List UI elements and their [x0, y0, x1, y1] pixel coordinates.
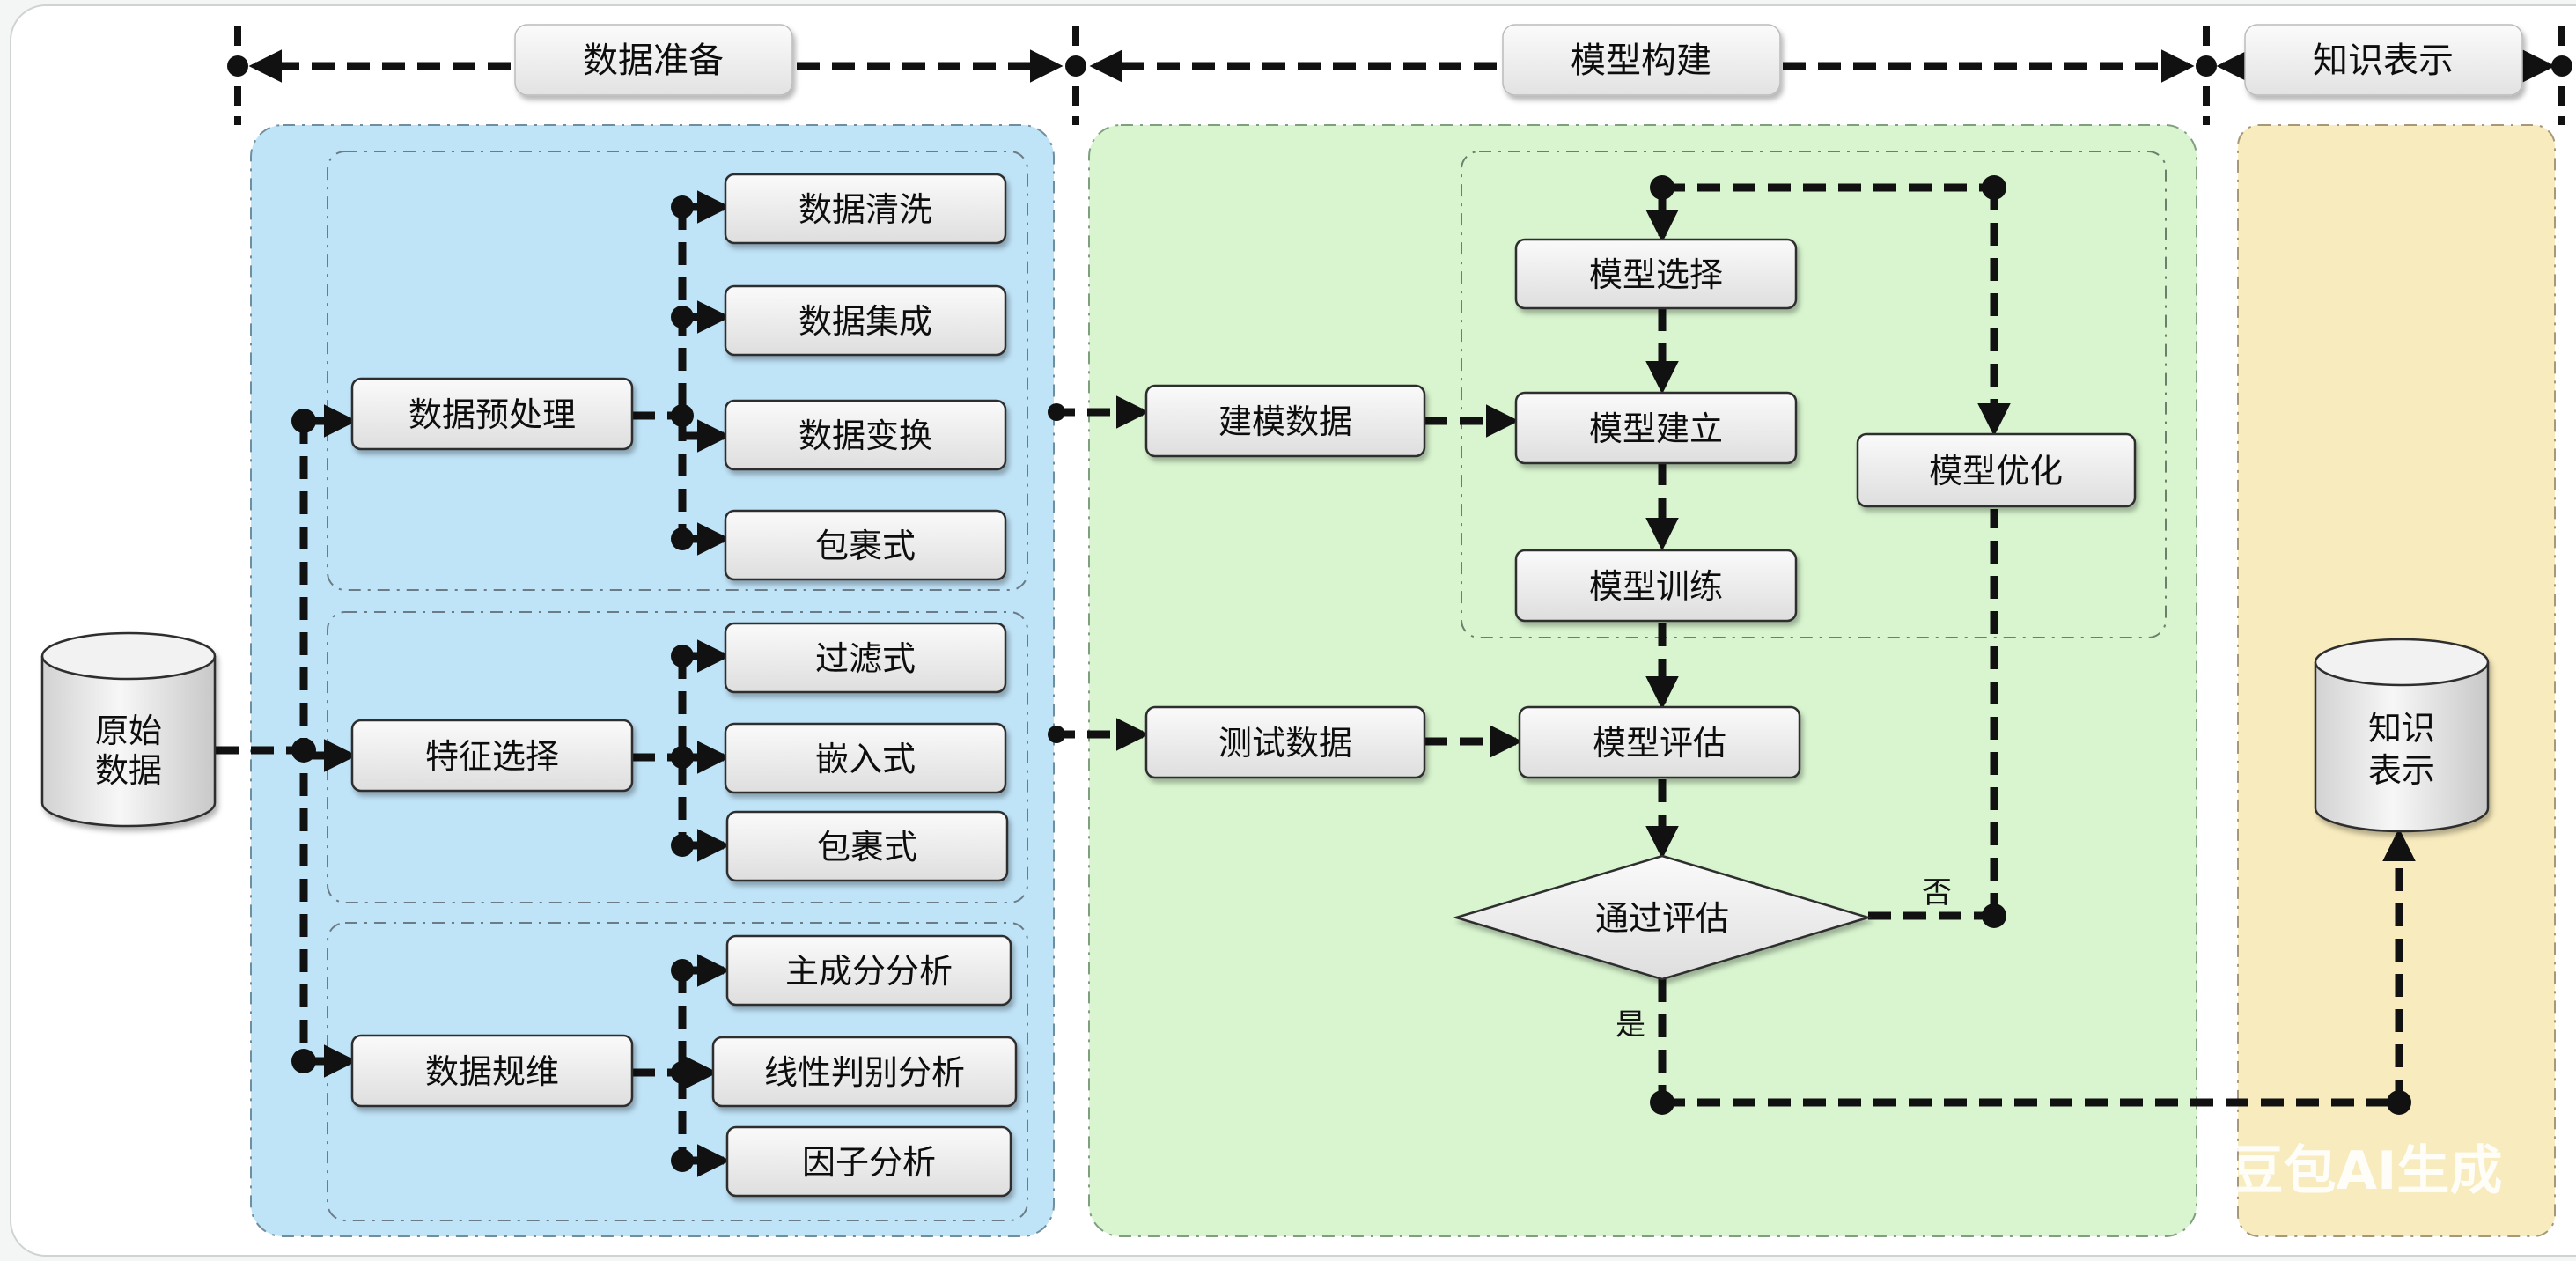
feature-group	[327, 611, 1028, 903]
section-header-model: 模型构建	[1502, 24, 1781, 96]
node-lda-label: 线性判别分析	[764, 1053, 965, 1092]
node-lda: 线性判别分析	[711, 1036, 1018, 1108]
section-title-model: 模型构建	[1571, 41, 1711, 81]
node-reduce: 数据规维	[350, 1034, 634, 1108]
source-label-line2: 数据	[95, 751, 162, 790]
connectors	[216, 175, 2416, 1177]
node-wrapper-1: 包裹式	[724, 509, 1007, 581]
knowledge-label-line2: 表示	[2368, 751, 2435, 790]
node-reduce-label: 数据规维	[425, 1052, 559, 1091]
knowledge-cylinder: 知识 表示	[2314, 638, 2490, 833]
node-train-data: 建模数据	[1144, 384, 1426, 458]
node-pca: 主成分分析	[725, 934, 1012, 1007]
node-feature: 特征选择	[350, 719, 634, 793]
node-model-select-label: 模型选择	[1589, 255, 1723, 294]
section-title-prep: 数据准备	[583, 41, 724, 81]
source-label-line1: 原始	[95, 712, 162, 750]
node-embedded: 嵌入式	[724, 722, 1007, 794]
node-train-data-label: 建模数据	[1218, 402, 1352, 441]
node-integration-label: 数据集成	[799, 302, 932, 341]
knowledge-label-line1: 知识	[2368, 709, 2435, 748]
section-title-knowledge: 知识表示	[2313, 41, 2454, 81]
node-filter-label: 过滤式	[815, 639, 916, 678]
node-feature-label: 特征选择	[425, 737, 559, 776]
node-model-build-label: 模型建立	[1589, 409, 1723, 448]
node-factor: 因子分析	[725, 1125, 1012, 1198]
node-transform: 数据变换	[724, 399, 1007, 471]
node-cleaning-label: 数据清洗	[799, 190, 932, 229]
node-model-select: 模型选择	[1514, 238, 1798, 310]
node-model-optimize: 模型优化	[1856, 432, 2137, 508]
node-embedded-label: 嵌入式	[815, 740, 916, 778]
section-header-prep: 数据准备	[514, 24, 793, 96]
node-wrapper-2-label: 包裹式	[817, 828, 917, 866]
section-header-knowledge: 知识表示	[2244, 24, 2523, 96]
node-model-evaluate: 模型评估	[1518, 705, 1801, 779]
decision-pass-evaluation: 通过评估	[1452, 854, 1873, 981]
node-wrapper-1-label: 包裹式	[815, 527, 916, 565]
source-data-cylinder: 原始 数据	[40, 631, 217, 828]
watermark: 豆包AI生成	[2231, 1140, 2503, 1202]
node-test-data-label: 测试数据	[1218, 724, 1352, 763]
node-integration: 数据集成	[724, 284, 1007, 357]
node-test-data: 测试数据	[1144, 705, 1426, 779]
node-model-train-label: 模型训练	[1589, 567, 1723, 606]
no-label: 否	[1922, 875, 1952, 911]
node-preprocess-label: 数据预处理	[408, 395, 576, 434]
node-transform-label: 数据变换	[799, 417, 932, 455]
preprocess-group	[327, 151, 1028, 591]
node-model-build: 模型建立	[1514, 391, 1798, 465]
node-wrapper-2: 包裹式	[725, 810, 1009, 882]
node-factor-label: 因子分析	[802, 1143, 936, 1182]
decision-label: 通过评估	[1595, 899, 1729, 938]
node-filter: 过滤式	[724, 622, 1007, 694]
node-pca-label: 主成分分析	[785, 952, 953, 991]
node-cleaning: 数据清洗	[724, 173, 1007, 245]
node-model-optimize-label: 模型优化	[1929, 452, 2063, 490]
model-loop-group	[1461, 151, 2167, 638]
yes-label: 是	[1616, 1007, 1645, 1043]
node-preprocess: 数据预处理	[350, 377, 634, 451]
node-model-train: 模型训练	[1514, 549, 1798, 623]
header-arrows	[227, 49, 2572, 83]
node-model-evaluate-label: 模型评估	[1593, 724, 1726, 763]
